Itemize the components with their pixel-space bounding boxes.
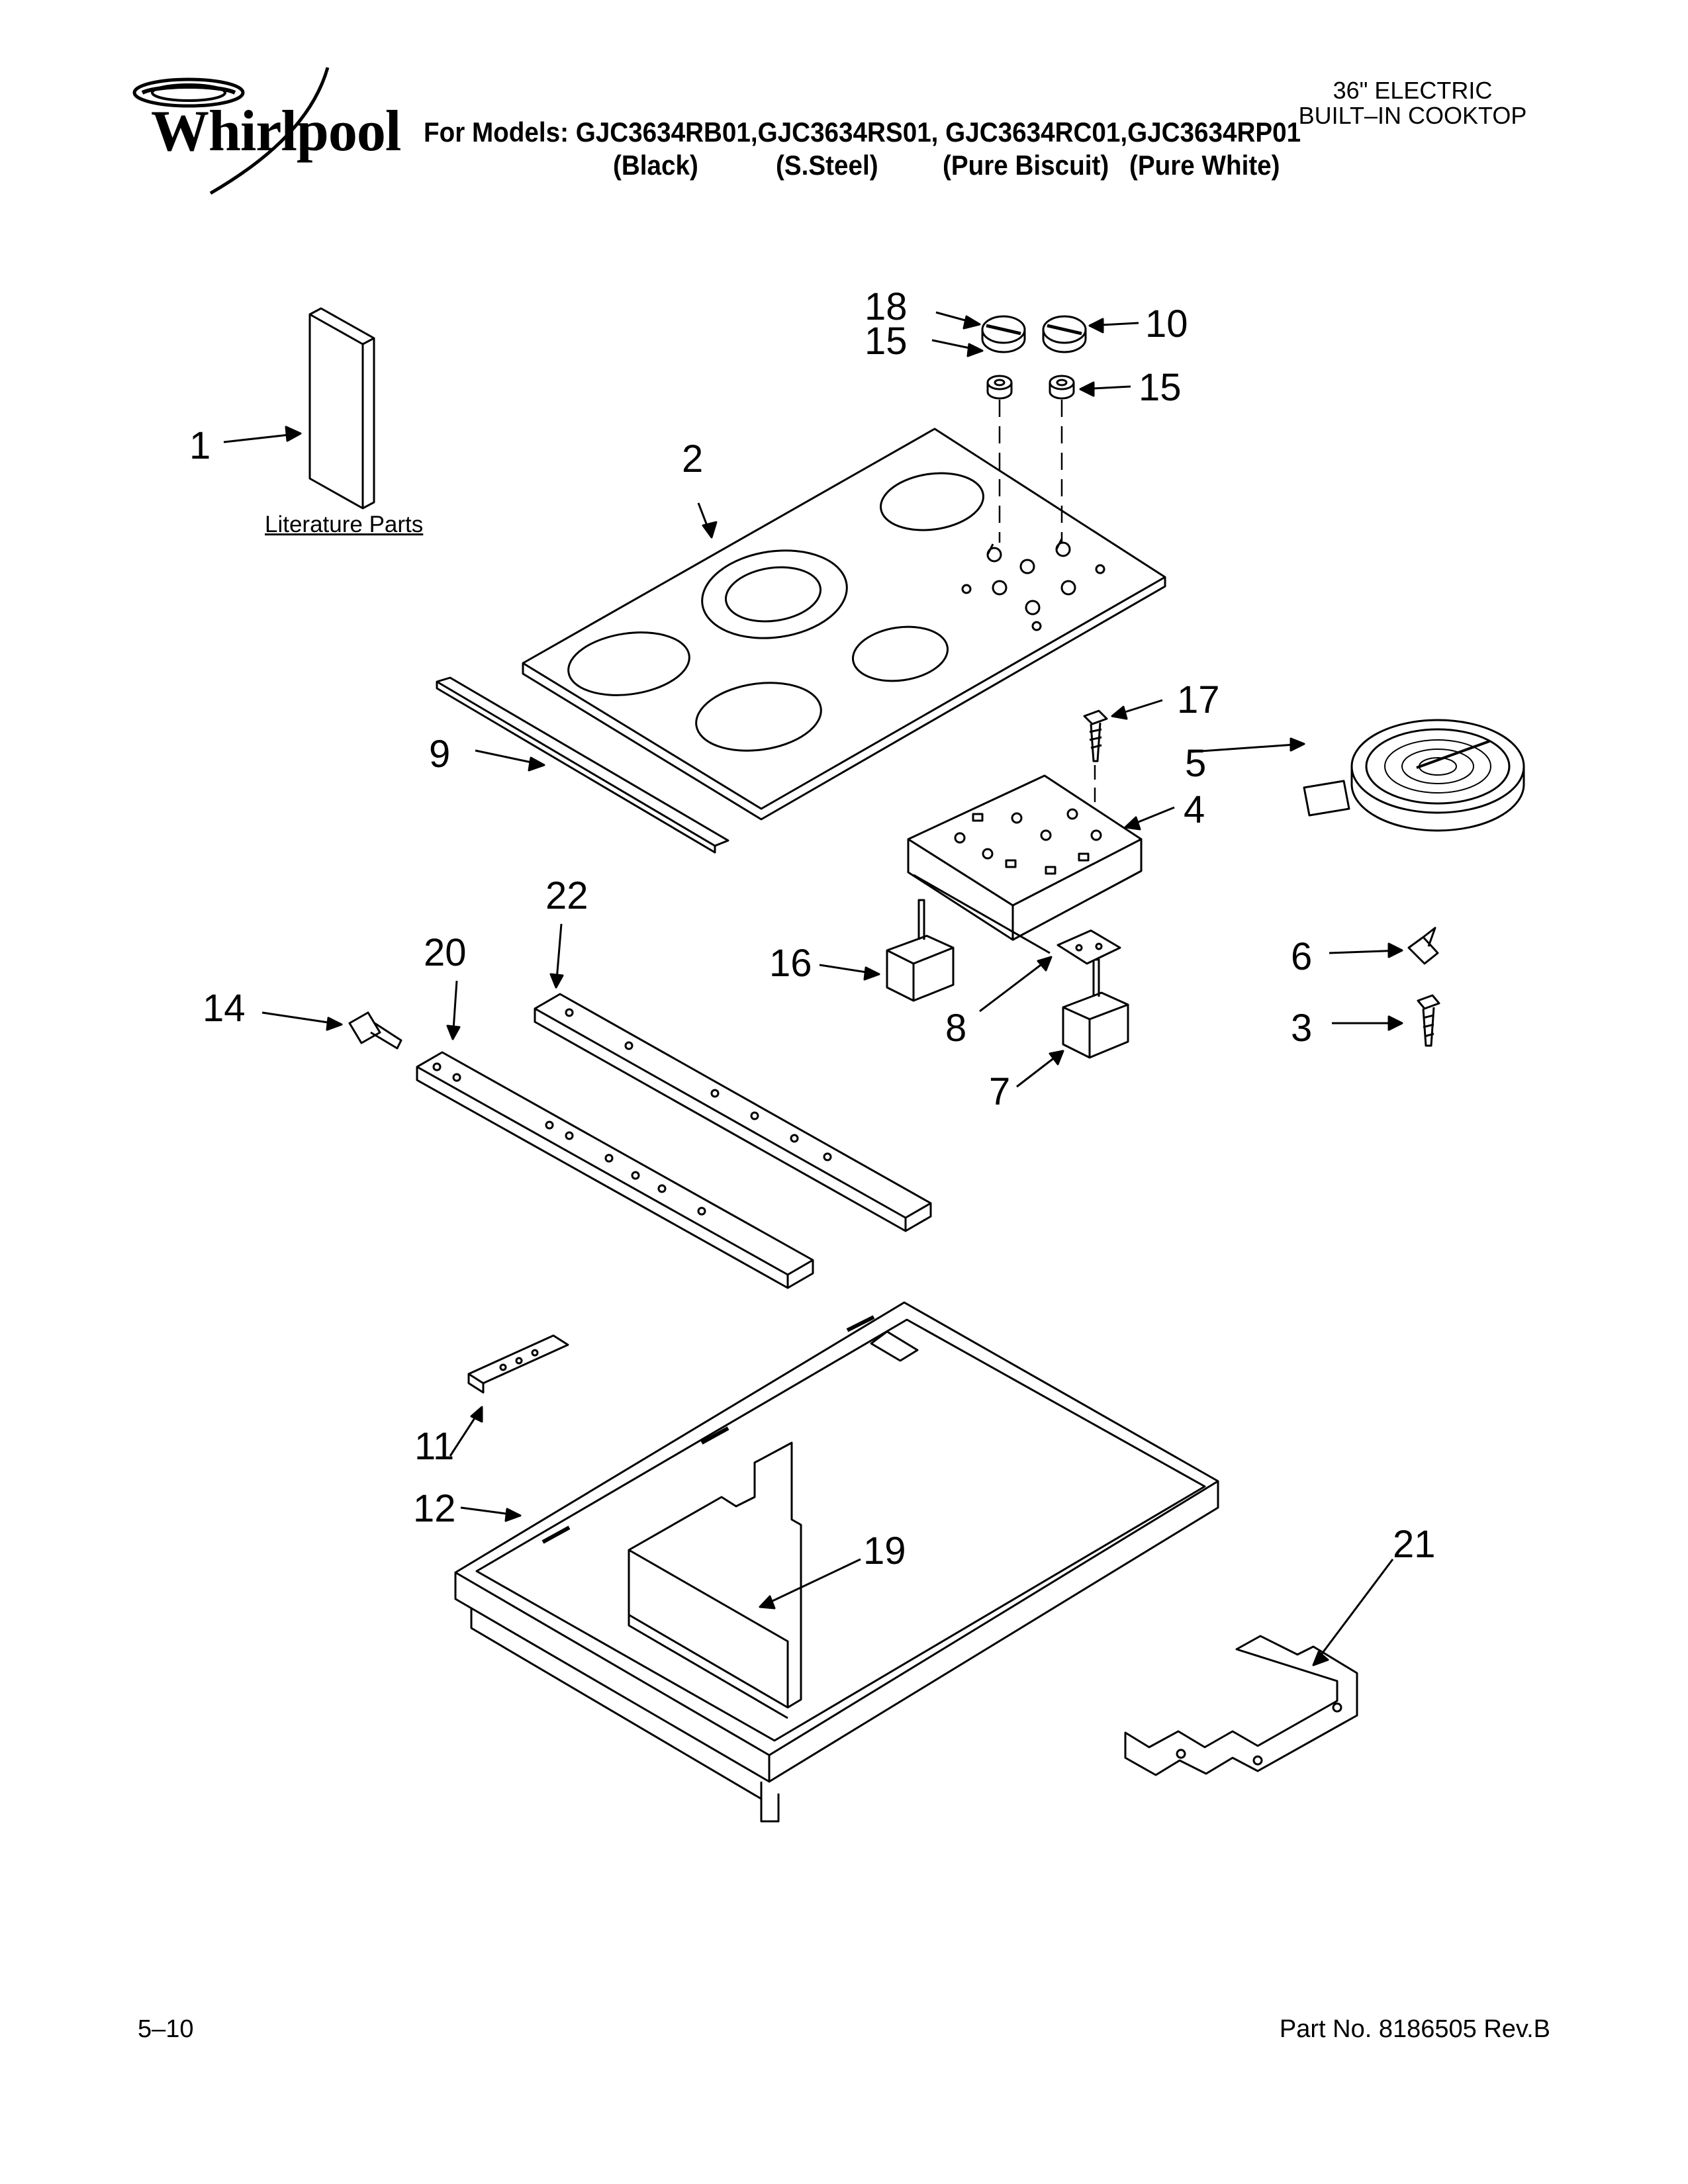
product-type-line1: 36" ELECTRIC [1333, 77, 1493, 104]
part-9-trim-strip [436, 676, 729, 854]
callout-15-left: 15 [865, 320, 908, 363]
brand-logo-text: Whirlpool [151, 99, 401, 163]
part-12-base-box [454, 1301, 1219, 1823]
part-15-seal-left [986, 375, 1013, 400]
part-5-radiant-element [1303, 719, 1525, 832]
part-15-seal-right [1049, 375, 1075, 400]
callout-9: 9 [429, 733, 451, 776]
callout-19: 19 [863, 1529, 906, 1572]
callout-5: 5 [1185, 742, 1207, 785]
callout-16: 16 [769, 942, 812, 985]
part-3-screw [1417, 994, 1440, 1047]
leader-lines [223, 311, 1403, 1666]
part-16-terminal-block [886, 899, 955, 1002]
whirlpool-swirl-logo [132, 67, 330, 195]
part-8-plate [1056, 929, 1121, 965]
callout-8: 8 [945, 1007, 967, 1050]
callout-11: 11 [414, 1425, 455, 1468]
part-2-cooktop-glass [522, 428, 1166, 821]
color-biscuit: (Pure Biscuit) [943, 150, 1109, 181]
callout-2: 2 [682, 437, 704, 480]
callout-4: 4 [1184, 788, 1205, 831]
callout-10: 10 [1145, 302, 1188, 345]
color-steel: (S.Steel) [776, 150, 878, 181]
part-4-control-bracket [907, 774, 1143, 954]
page-number: 5–10 [138, 2015, 194, 2043]
callout-12: 12 [413, 1487, 456, 1530]
color-white: (Pure White) [1129, 150, 1280, 181]
callout-17: 17 [1177, 678, 1220, 721]
part-1-literature [308, 307, 375, 510]
part-11-bracket [467, 1334, 569, 1394]
callout-14: 14 [203, 987, 246, 1030]
callout-21: 21 [1393, 1523, 1436, 1566]
callout-22: 22 [545, 874, 588, 917]
callout-3: 3 [1291, 1007, 1313, 1050]
part-6-clip [1407, 927, 1439, 965]
part-18-knob [981, 315, 1026, 353]
color-black: (Black) [613, 150, 698, 181]
part-7-terminal-block [1062, 958, 1129, 1059]
part-19-inner-panel [628, 1441, 802, 1719]
part-20-front-rail [416, 1051, 814, 1289]
literature-parts-label: Literature Parts [265, 512, 424, 537]
callout-7: 7 [989, 1070, 1011, 1113]
part-number: Part No. 8186505 Rev.B [1279, 2015, 1550, 2043]
callout-15-right: 15 [1139, 366, 1182, 409]
callout-18: 18 [865, 285, 908, 328]
part-10-knob [1042, 315, 1087, 353]
models-line: For Models: GJC3634RB01,GJC3634RS01, GJC… [424, 116, 1301, 148]
callout-1: 1 [189, 424, 211, 467]
callout-20: 20 [424, 931, 467, 974]
part-14-bolt [348, 1011, 402, 1050]
callout-6: 6 [1291, 935, 1313, 978]
part-22-rear-rail [534, 993, 932, 1232]
part-21-support-bracket [1124, 1635, 1358, 1776]
product-type-line2: BUILT–IN COOKTOP [1298, 102, 1527, 129]
